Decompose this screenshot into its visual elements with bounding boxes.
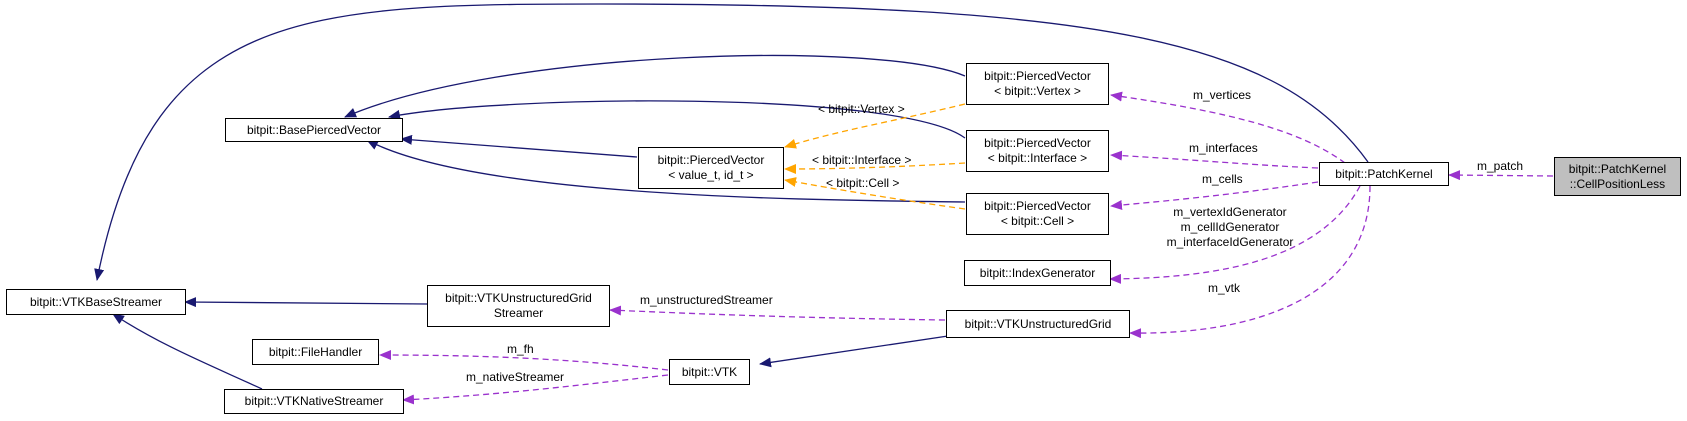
node-label: bitpit::PiercedVector: [984, 199, 1091, 213]
edge-patchkernel-vertices: [1110, 91, 1346, 164]
label-m-native-streamer: m_nativeStreamer: [466, 370, 565, 384]
edge-vtk-filehandler: [379, 350, 669, 371]
edge-patchkernel-indexgen: [1109, 185, 1361, 284]
node-label-template: < bitpit::Cell >: [1000, 214, 1075, 228]
edge-patchkernel-vtk: [1129, 185, 1371, 339]
node-pierced-vector-cell[interactable]: bitpit::PiercedVector < bitpit::Cell >: [966, 193, 1109, 235]
node-vtk-native-streamer[interactable]: bitpit::VTKNativeStreamer: [224, 389, 404, 414]
edge-patchkernel-to-vtkbasestreamer: [94, 3, 1369, 281]
node-label: bitpit::VTKNativeStreamer: [244, 394, 384, 408]
node-patch-kernel[interactable]: bitpit::PatchKernel: [1319, 162, 1449, 186]
edge-cpl-patchkernel: [1448, 170, 1554, 181]
node-label-template: < bitpit::Vertex >: [994, 84, 1081, 98]
label-m-cell-id-generator: m_cellIdGenerator: [1180, 220, 1280, 234]
edge-pvcell-template: [784, 177, 966, 210]
node-label: bitpit::VTKUnstructuredGrid: [964, 316, 1112, 331]
node-label: bitpit::IndexGenerator: [979, 265, 1096, 280]
node-label-template: < value_t, id_t >: [668, 168, 754, 182]
label-cell-template: < bitpit::Cell >: [826, 176, 900, 190]
edge-vtkug-to-vtk: [759, 335, 949, 368]
edge-vtkug-ugstreamer: [609, 305, 946, 321]
node-pierced-vector-interface[interactable]: bitpit::PiercedVector < bitpit::Interfac…: [966, 130, 1109, 172]
node-label-second: ::CellPositionLess: [1569, 176, 1666, 191]
label-m-fh: m_fh: [507, 342, 534, 356]
node-label: bitpit::VTKUnstructuredGrid: [445, 291, 592, 305]
node-label: bitpit::PiercedVector: [984, 136, 1091, 150]
edge-vtk-nativestreamer: [402, 374, 669, 405]
edge-pvinterface-template: [784, 162, 966, 174]
edge-pvinterface-to-basepiercedvector: [388, 100, 966, 139]
edge-pvvertex-to-basepiercedvector: [344, 54, 966, 118]
node-label: bitpit::PiercedVector: [984, 69, 1091, 83]
node-pierced-vector-vertex[interactable]: bitpit::PiercedVector < bitpit::Vertex >: [966, 63, 1109, 105]
node-label: bitpit::PiercedVector: [657, 153, 765, 167]
node-vtk-unstructured-grid-streamer[interactable]: bitpit::VTKUnstructuredGrid Streamer: [427, 285, 610, 327]
edge-pvvertex-template: [784, 103, 966, 149]
node-label: bitpit::VTK: [681, 364, 738, 379]
label-m-vertices: m_vertices: [1193, 88, 1252, 102]
label-m-cells: m_cells: [1202, 172, 1243, 186]
label-vertex-template: < bitpit::Vertex >: [818, 102, 905, 116]
node-vtk[interactable]: bitpit::VTK: [669, 359, 750, 385]
node-cell-position-less: bitpit::PatchKernel ::CellPositionLess: [1554, 157, 1681, 196]
node-label: bitpit::FileHandler: [268, 344, 363, 359]
node-label: bitpit::BasePiercedVector: [246, 122, 382, 137]
label-m-vtk: m_vtk: [1208, 281, 1241, 295]
edge-pvgeneric-to-basepiercedvector: [400, 134, 638, 158]
edge-patchkernel-interfaces: [1110, 150, 1319, 169]
node-index-generator[interactable]: bitpit::IndexGenerator: [964, 260, 1111, 286]
label-interface-template: < bitpit::Interface >: [812, 153, 912, 167]
node-file-handler[interactable]: bitpit::FileHandler: [252, 339, 379, 365]
label-m-interface-id-generator: m_interfaceIdGenerator: [1166, 235, 1294, 249]
node-label: bitpit::VTKBaseStreamer: [29, 294, 163, 309]
label-m-unstructured-streamer: m_unstructuredStreamer: [640, 293, 773, 307]
label-m-vertex-id-generator: m_vertexIdGenerator: [1173, 205, 1287, 219]
label-m-patch: m_patch: [1477, 159, 1524, 173]
node-pierced-vector-generic[interactable]: bitpit::PiercedVector < value_t, id_t >: [638, 147, 784, 189]
node-label-second: Streamer: [493, 306, 544, 320]
node-vtk-unstructured-grid[interactable]: bitpit::VTKUnstructuredGrid: [946, 310, 1130, 338]
label-m-interfaces: m_interfaces: [1189, 141, 1258, 155]
edge-pvcell-to-basepiercedvector: [366, 139, 966, 203]
node-base-pierced-vector[interactable]: bitpit::BasePiercedVector: [225, 118, 403, 142]
node-vtk-base-streamer[interactable]: bitpit::VTKBaseStreamer: [6, 289, 186, 315]
edge-nativestreamer-to-vtkbasestreamer: [112, 313, 263, 390]
node-label-template: < bitpit::Interface >: [987, 151, 1088, 165]
node-label: bitpit::PatchKernel: [1335, 166, 1433, 181]
edge-ugstreamer-to-vtkbasestreamer: [184, 297, 428, 308]
edge-patchkernel-cells: [1110, 181, 1319, 210]
node-label: bitpit::PatchKernel: [1568, 161, 1667, 176]
